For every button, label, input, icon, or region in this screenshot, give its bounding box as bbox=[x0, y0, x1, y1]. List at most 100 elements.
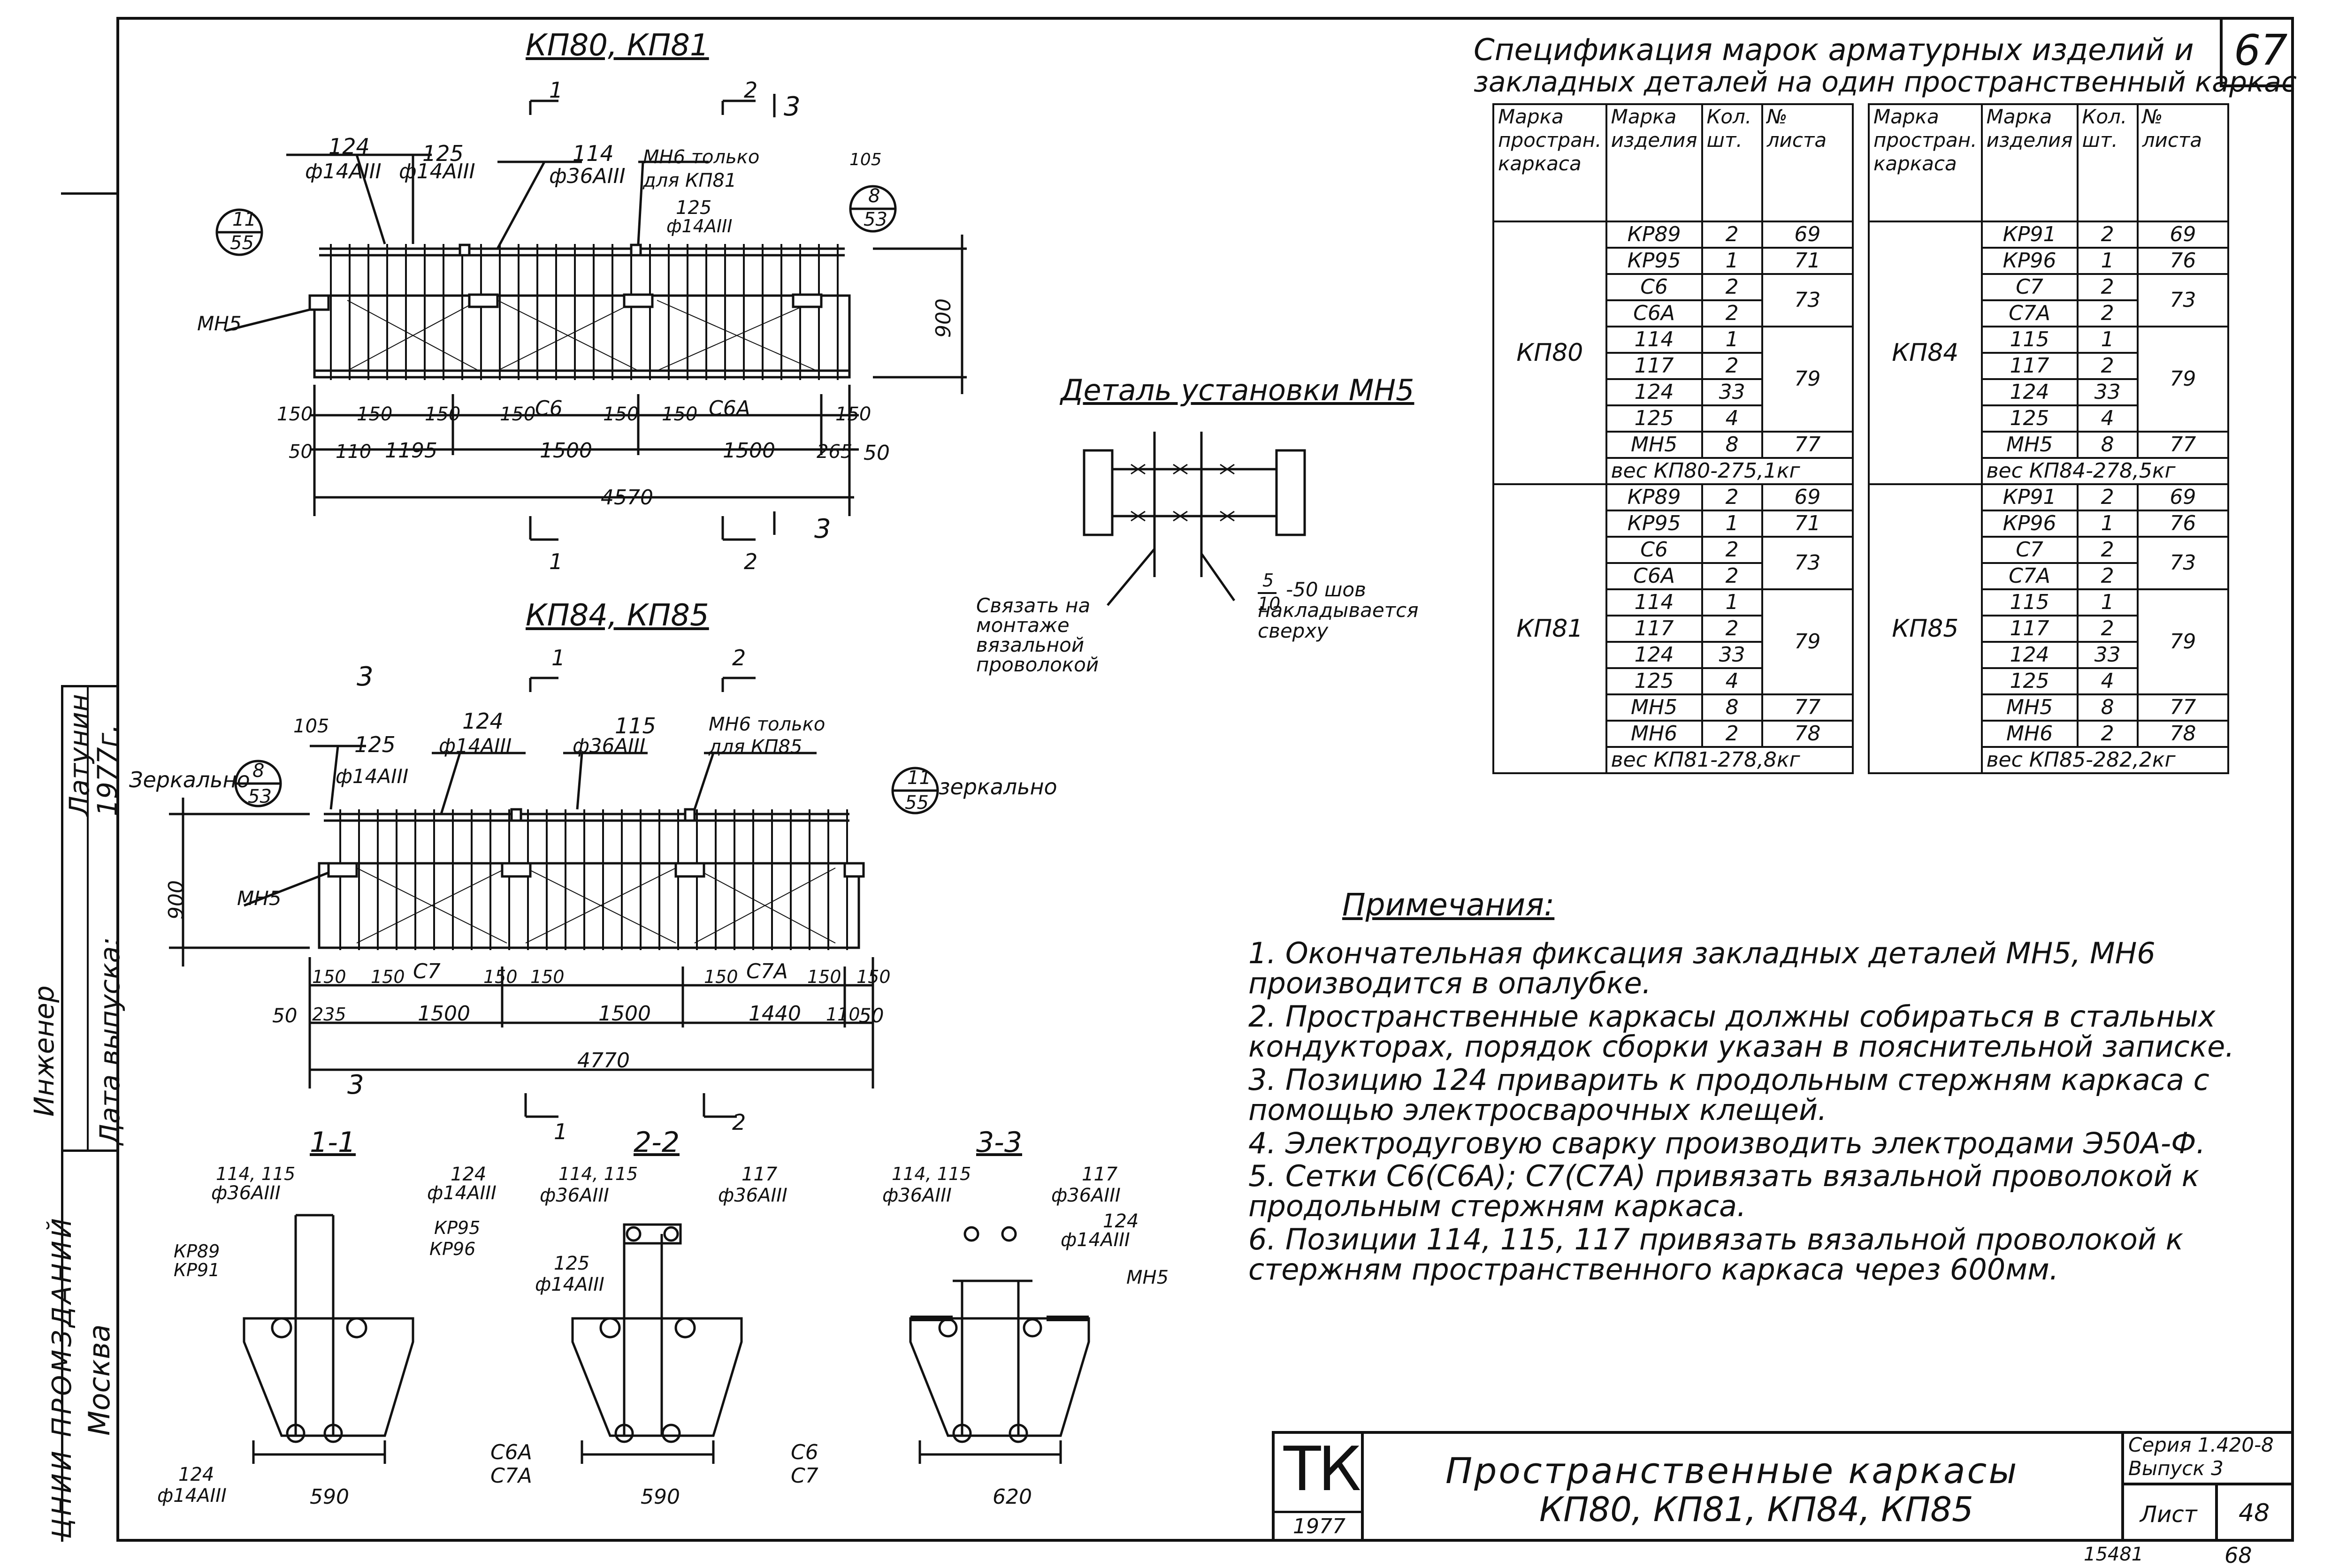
kp80-dim-r2-4: 1500 bbox=[723, 439, 775, 463]
margin-org: ЦНИИ ПРОМЗДАНИЙ bbox=[47, 1215, 77, 1539]
kp80-height-dim: 900 bbox=[932, 298, 955, 338]
spec-cell: 33 bbox=[2076, 378, 2139, 406]
kp80-cut-3-top: 3 bbox=[784, 91, 801, 122]
section1-c124: 124 bbox=[451, 1164, 487, 1185]
sheet-bottom-number: 68 bbox=[2224, 1543, 2252, 1568]
kp84-dim-r1-0: 150 bbox=[312, 967, 346, 987]
spec-cell: 8 bbox=[1701, 693, 1763, 722]
detail-note-frac-bar bbox=[1258, 592, 1277, 594]
spec-cell: 78 bbox=[1761, 720, 1854, 748]
kp80-callout-114: 114 bbox=[573, 141, 614, 166]
section3-drawing bbox=[909, 1226, 1090, 1464]
spec-cell: 4 bbox=[2076, 404, 2139, 433]
section1-c124b-dia: ф14АIII bbox=[157, 1485, 227, 1507]
title-block-right-divider bbox=[2121, 1431, 2124, 1542]
section3-c-mh5: МН5 bbox=[1126, 1267, 1169, 1288]
kp80-dim-r2-2: 1195 bbox=[385, 439, 437, 463]
kp80-dim-r1-8: 150 bbox=[835, 403, 871, 425]
spec-cell: 1 bbox=[1701, 510, 1763, 538]
spec-cell: 2 bbox=[1701, 562, 1763, 590]
kp80-dim-r1-5: 150 bbox=[603, 403, 639, 425]
left-margin-tick-2 bbox=[61, 685, 116, 687]
section1-c114-dia: ф36АIII bbox=[211, 1182, 281, 1204]
spec-cell: МН5 bbox=[1980, 693, 2079, 722]
kp84-cut-2-top: 2 bbox=[732, 645, 746, 670]
title-block-series: Серия 1.420-8 bbox=[2128, 1433, 2274, 1456]
spec-cell: 117 bbox=[1980, 352, 2079, 380]
section3-c114: 114, 115 bbox=[892, 1164, 971, 1184]
spec-left-h2: Кол. шт. bbox=[1701, 103, 1763, 222]
spec-cell: 2 bbox=[2076, 352, 2139, 380]
spec-cell: 2 bbox=[1701, 299, 1763, 327]
kp84-title: КП84, КП85 bbox=[526, 598, 709, 633]
spec-cell: 33 bbox=[1701, 378, 1763, 406]
title-block-logo-divider bbox=[1361, 1431, 1364, 1542]
spec-left-h1: Марка изделия bbox=[1605, 103, 1703, 222]
title-block-year: 1977 bbox=[1293, 1515, 1345, 1538]
spec-cell: 73 bbox=[2136, 536, 2230, 590]
spec-cell: 1 bbox=[2076, 510, 2139, 538]
spec-cell: КР91 bbox=[1980, 221, 2079, 249]
kp84-mh5-label: МН5 bbox=[237, 887, 282, 910]
spec-cell: МН5 bbox=[1605, 693, 1703, 722]
kp80-dim-r1-2: 150 bbox=[425, 403, 461, 425]
spec-right-h1: Марка изделия bbox=[1980, 103, 2079, 222]
section2-c114: 114, 115 bbox=[558, 1164, 638, 1184]
spec-cell: 77 bbox=[1761, 693, 1854, 722]
spec-title-line2: закладных деталей на один пространственн… bbox=[1474, 66, 2297, 99]
spec-cell: МН6 bbox=[1605, 720, 1703, 748]
spec-weight-kp84: вес КП84-278,5кг bbox=[1980, 457, 2230, 485]
spec-cell: 69 bbox=[1761, 483, 1854, 511]
spec-cell: КР96 bbox=[1980, 510, 2079, 538]
spec-cell: КР89 bbox=[1605, 483, 1703, 511]
note-item-5: 5. Сетки С6(С6А); С7(С7А) привязать вяза… bbox=[1248, 1159, 2200, 1223]
kp84-dim-r1-5: 150 bbox=[704, 967, 738, 987]
spec-cell: 2 bbox=[1701, 615, 1763, 643]
spec-cell: 124 bbox=[1980, 641, 2079, 669]
spec-cell: 1 bbox=[2076, 588, 2139, 617]
section3-c124-dia: ф14АIII bbox=[1061, 1229, 1130, 1251]
spec-cell: 69 bbox=[2136, 221, 2230, 249]
spec-cell: 124 bbox=[1605, 641, 1703, 669]
spec-cell: 2 bbox=[1701, 720, 1763, 748]
kp80-callout-125b: 125 bbox=[676, 197, 712, 219]
spec-cell: 79 bbox=[2136, 326, 2230, 433]
kp80-total-length: 4570 bbox=[601, 486, 653, 510]
kp80-callout-mh6: МН6 только для КП81 bbox=[643, 146, 760, 191]
kp80-title: КП80, КП81 bbox=[526, 28, 709, 63]
title-block-title-line1: Пространственные каркасы bbox=[1445, 1450, 2019, 1492]
section1-drawing bbox=[243, 1214, 414, 1464]
spec-table-right: Марка простран. каркаса Марка изделия Ко… bbox=[1868, 103, 2230, 774]
section2-c117: 117 bbox=[741, 1164, 778, 1185]
spec-cell: 4 bbox=[1701, 667, 1763, 695]
section1-c124b: 124 bbox=[178, 1464, 214, 1485]
kp80-section-left-den: 55 bbox=[230, 232, 254, 254]
spec-cell: 1 bbox=[2076, 326, 2139, 354]
section1-kp95: КР95 bbox=[434, 1218, 481, 1238]
spec-cell: 78 bbox=[2136, 720, 2230, 748]
detail-note-frac-num: 5 bbox=[1262, 570, 1274, 591]
kp80-dim-r2-5: 265 bbox=[817, 441, 853, 463]
spec-cell: 73 bbox=[1761, 536, 1854, 590]
spec-cell: КР95 bbox=[1605, 510, 1703, 538]
detail-note-frac-den: 10 bbox=[1258, 594, 1281, 614]
section2-c6: С6 bbox=[791, 1440, 818, 1464]
spec-cell: С7 bbox=[1980, 536, 2079, 564]
kp80-dim-r2-3: 1500 bbox=[540, 439, 592, 463]
kp84-height-dim: 900 bbox=[164, 880, 188, 920]
kp80-cut-2-bottom: 2 bbox=[744, 549, 758, 574]
spec-cell: 71 bbox=[1761, 510, 1854, 538]
kp84-mirror-right: зеркально bbox=[939, 774, 1057, 799]
kp84-dim-r2-0: 50 bbox=[272, 1004, 298, 1027]
kp84-dim-r1-6: С7А bbox=[746, 959, 788, 983]
page-number-box bbox=[2220, 17, 2294, 87]
kp84-total-length: 4770 bbox=[577, 1049, 630, 1073]
spec-cell: 8 bbox=[1701, 431, 1763, 459]
section2-width: 590 bbox=[641, 1485, 680, 1509]
section2-drawing bbox=[571, 1223, 743, 1464]
spec-cell: 33 bbox=[2076, 641, 2139, 669]
spec-cell: 2 bbox=[1701, 221, 1763, 249]
spec-cell: 73 bbox=[1761, 273, 1854, 327]
margin-date-role: Дата выпуска: bbox=[94, 937, 126, 1145]
